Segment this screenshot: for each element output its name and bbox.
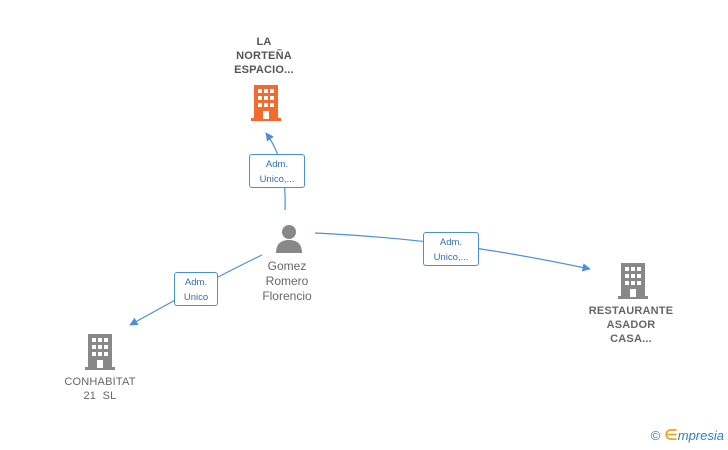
edge-label-line: Unico,... <box>433 252 469 263</box>
right-company-label[interactable]: RESTAURANTE ASADOR CASA... <box>578 304 684 346</box>
person-label-line: Gomez <box>267 259 307 273</box>
right-company-label-line: RESTAURANTE <box>588 305 674 317</box>
edge-label-to-top[interactable]: Adm. Unico,... <box>249 154 305 188</box>
edge-label-line: Adm. <box>265 159 289 170</box>
brand-name: mpresia <box>677 428 724 443</box>
building-icon[interactable] <box>249 85 283 121</box>
edge-label-to-left[interactable]: Adm. Unico <box>174 272 218 306</box>
brand-logo-mark: ∈ <box>664 427 678 444</box>
left-company-label-line: CONHABITAT <box>64 376 136 388</box>
right-company-label-line: ASADOR <box>606 319 656 331</box>
left-company-label-line: 21 SL <box>83 390 117 402</box>
edge-label-to-right[interactable]: Adm. Unico,... <box>423 232 479 266</box>
edge-label-line: Adm. <box>439 237 463 248</box>
top-company-label-line: ESPACIO... <box>234 64 294 76</box>
person-icon[interactable] <box>274 223 304 253</box>
person-label-line: Romero <box>265 274 309 288</box>
edge-label-line: Adm. <box>184 277 208 288</box>
top-company-label-line: NORTEÑA <box>236 50 292 62</box>
copyright-icon: © <box>650 428 661 443</box>
brand-footer: ©∈mpresia <box>651 426 724 444</box>
edge-label-line: Unico <box>183 292 209 303</box>
building-icon[interactable] <box>616 263 650 299</box>
person-label-line: Florencio <box>262 289 312 303</box>
top-company-label-line: LA <box>256 36 272 48</box>
edge-label-line: Unico,... <box>259 174 295 185</box>
right-company-label-line: CASA... <box>610 333 652 345</box>
left-company-label[interactable]: CONHABITAT 21 SL <box>48 375 152 403</box>
building-icon[interactable] <box>83 334 117 370</box>
person-label[interactable]: Gomez Romero Florencio <box>237 259 337 304</box>
top-company-label[interactable]: LA NORTEÑA ESPACIO... <box>214 35 314 77</box>
